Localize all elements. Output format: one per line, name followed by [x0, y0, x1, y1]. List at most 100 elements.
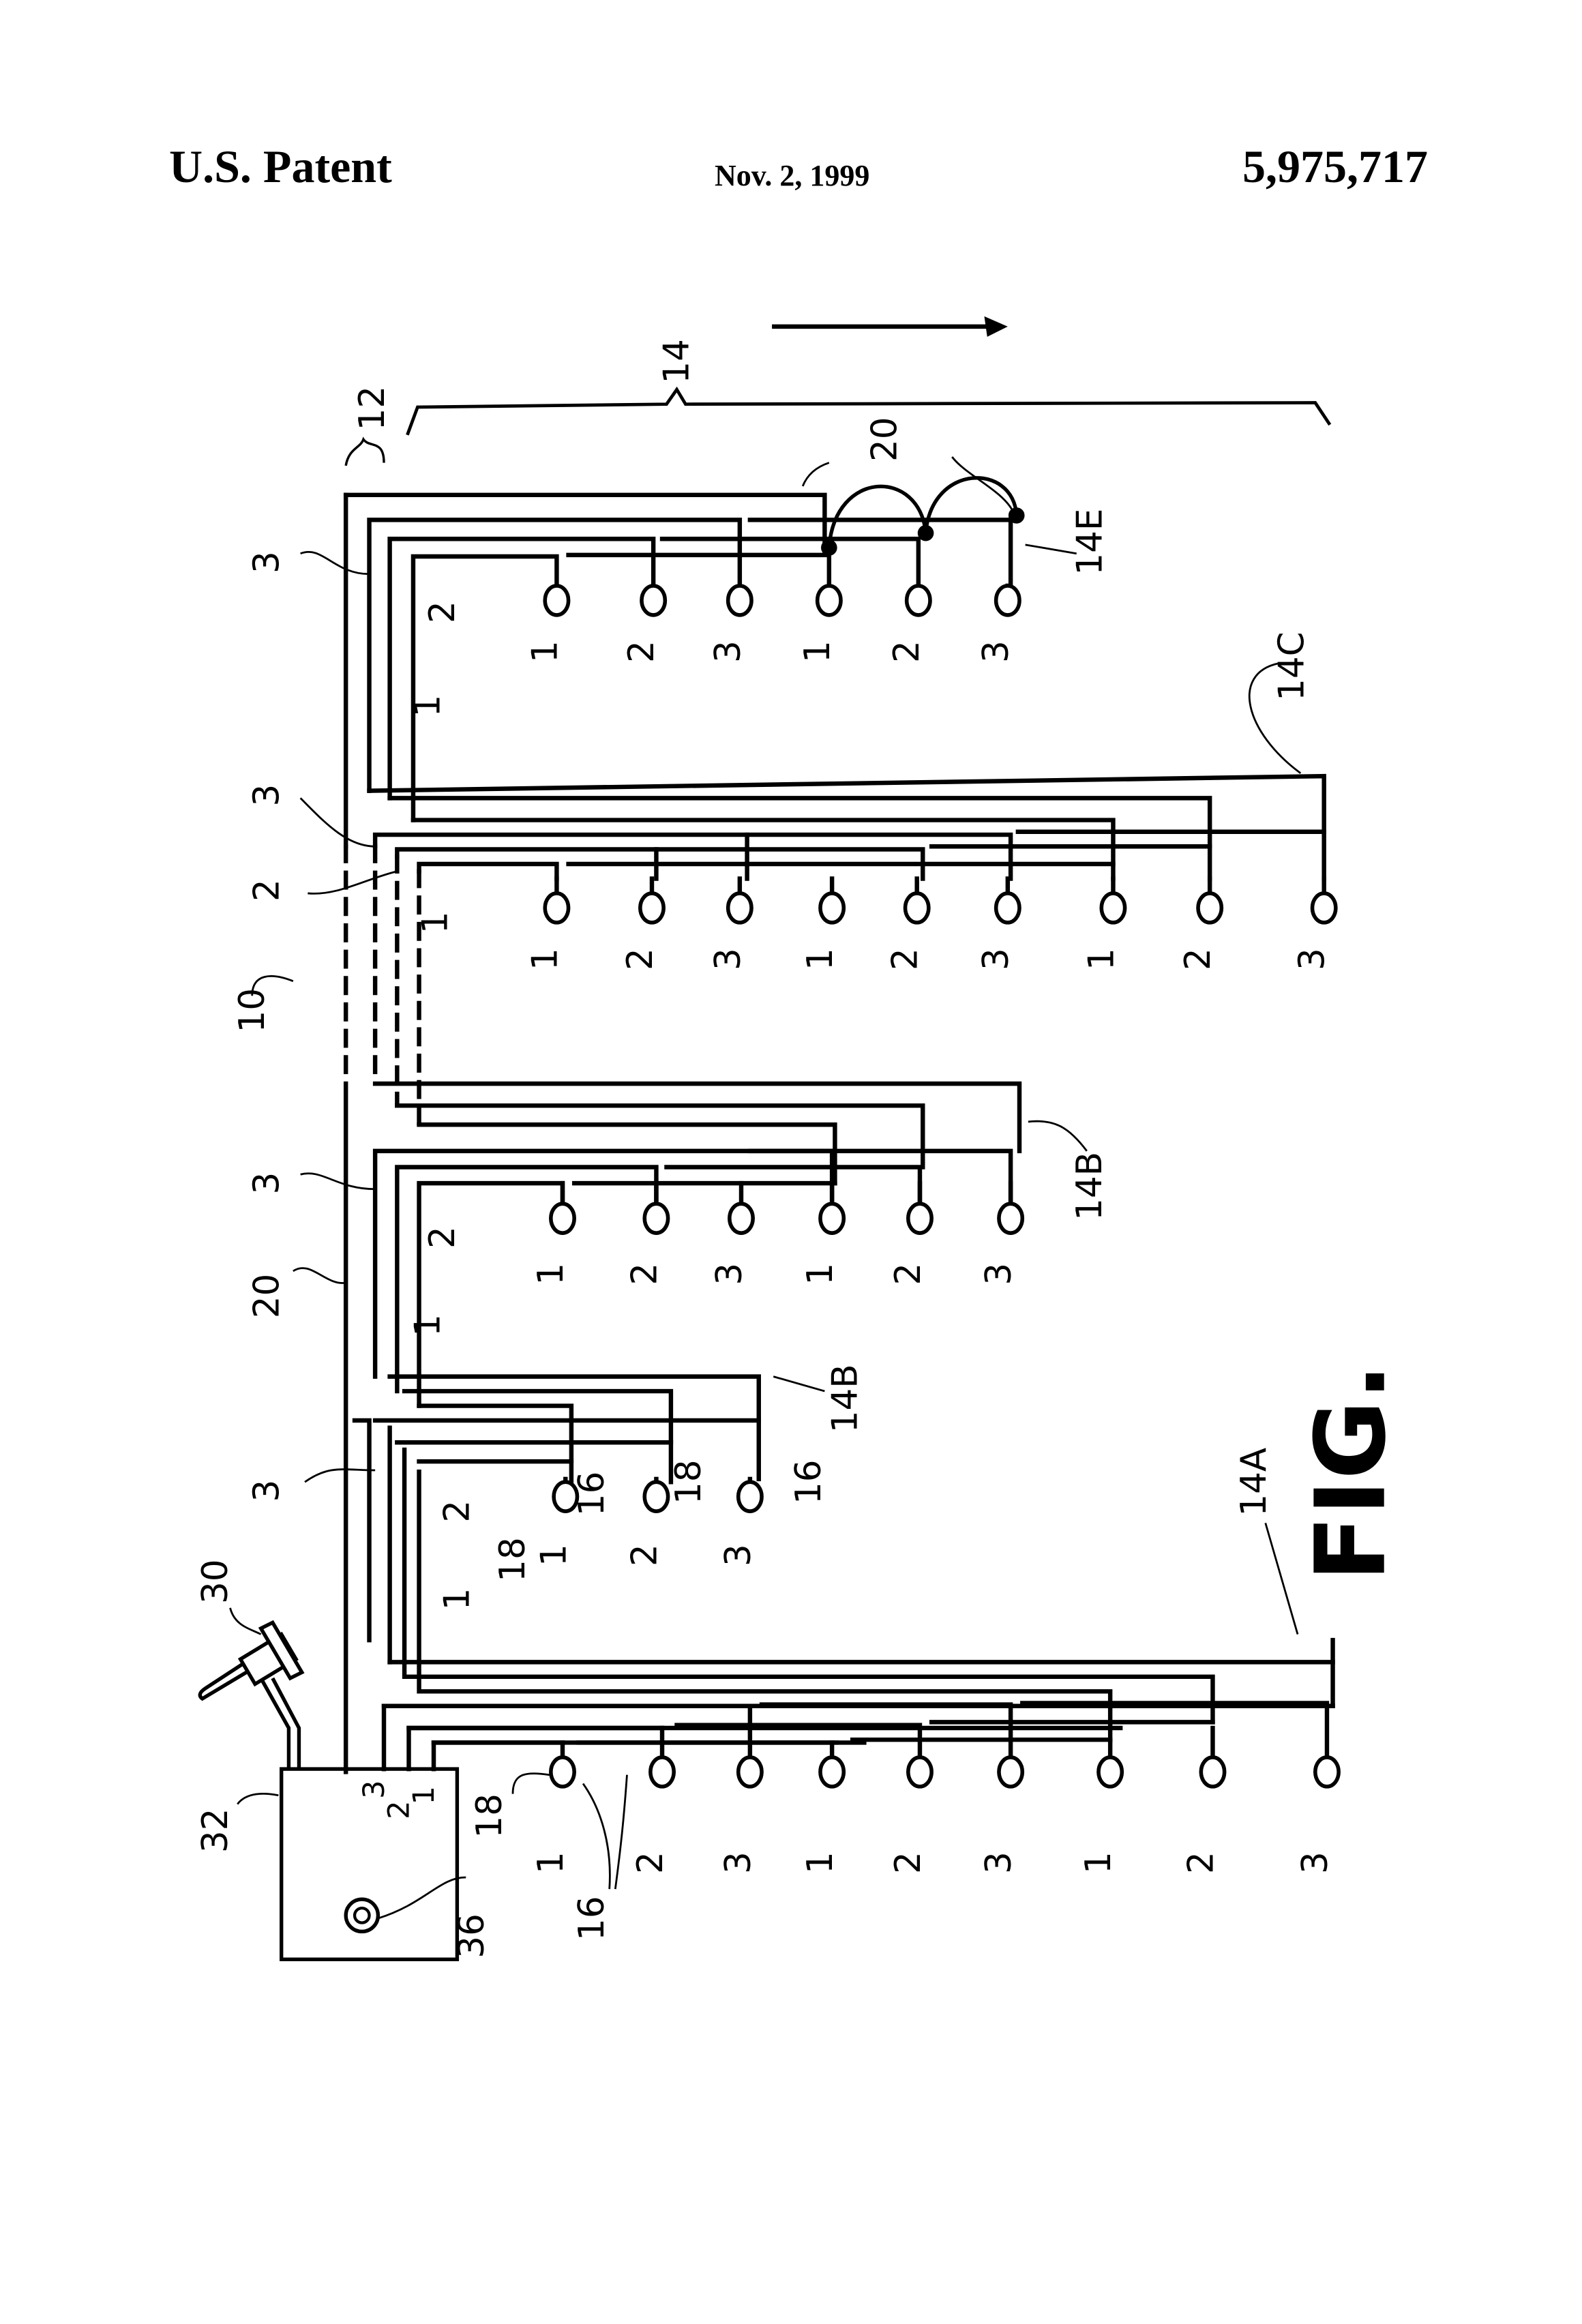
- row-14E-num: 3: [976, 640, 1017, 663]
- row-14A-num: 2: [630, 1851, 671, 1874]
- line-label-inner-2: 1: [415, 912, 456, 934]
- row-14C-num: 1: [800, 948, 841, 970]
- row-14E-num: 3: [708, 640, 749, 663]
- terminal-14A-0-bulb-icon: [549, 1755, 576, 1789]
- line-14B-upper-3-feed: [372, 1081, 1022, 1154]
- terminal-14A-4-bulb-icon: [906, 1755, 934, 1789]
- wire-14C-1b: [566, 861, 1116, 881]
- ref-16-c: 16: [571, 1896, 612, 1941]
- line-14C-3-return: [367, 773, 1326, 834]
- row-14A-num: 1: [1078, 1851, 1119, 1874]
- ref-16-b: 16: [571, 1472, 612, 1517]
- terminal-14B-upper-2-bulb-icon: [728, 1202, 755, 1235]
- line-label-left-3: 3: [246, 1172, 287, 1195]
- line-14A-vert-1: [417, 1469, 1113, 1742]
- row-14A-num: 3: [718, 1851, 759, 1874]
- row-14B-lower-num: 1: [533, 1544, 574, 1566]
- leader-14C: [1248, 662, 1302, 774]
- row-14A-num: 1: [800, 1851, 841, 1874]
- row-14B-lower-num: 2: [624, 1544, 665, 1566]
- leader-16-c2: [614, 1774, 628, 1890]
- row-14C-num: 2: [620, 948, 661, 970]
- ref-14C: 14C: [1272, 631, 1313, 701]
- terminal-14B-upper-3-bulb-icon: [818, 1202, 846, 1235]
- control-box-32: [280, 1767, 460, 1961]
- terminal-14B-upper-4-bulb-icon: [906, 1202, 934, 1235]
- terminal-14C-1-bulb-icon: [638, 891, 666, 925]
- line-label-inner-4: 1: [408, 1314, 449, 1337]
- box-terminal-2: 2: [383, 1801, 417, 1819]
- ref-14B-upper: 14B: [1069, 1152, 1110, 1221]
- ref-18-b: 18: [492, 1537, 533, 1582]
- ref-14B-lower: 14B: [825, 1364, 866, 1433]
- leader-2-b: [308, 870, 398, 895]
- leader-10: [251, 975, 294, 996]
- terminal-14C-3-bulb-icon: [818, 891, 846, 925]
- ref-20-top: 20: [865, 417, 906, 462]
- ref-20-lower: 20: [246, 1274, 287, 1319]
- wire-14C-3c: [1015, 829, 1326, 881]
- terminal-14A-8-bulb-icon: [1313, 1755, 1341, 1789]
- leader-14B-upper: [1028, 1120, 1088, 1152]
- figure-label: FIG.: [1295, 1364, 1407, 1582]
- terminal-14E-3-bulb-icon: [815, 584, 843, 617]
- leader-14B-lower: [773, 1375, 825, 1392]
- line-1-14B-upper: [417, 1180, 565, 1408]
- row-14C-num: 3: [708, 948, 749, 970]
- patent-date: Nov. 2, 1999: [715, 159, 870, 192]
- terminal-14B-upper-0-bulb-icon: [549, 1202, 576, 1235]
- terminal-14C-4-bulb-icon: [903, 891, 931, 925]
- line-label-left-1: 3: [246, 784, 287, 807]
- ref-10: 10: [232, 988, 273, 1033]
- leader-30: [229, 1607, 262, 1635]
- line-14B-lower-2-feed: [402, 1388, 674, 1445]
- leader-36: [378, 1876, 466, 1920]
- plug-30-icon: [198, 1620, 305, 1770]
- row-14C-num: 2: [1178, 948, 1219, 970]
- terminal-14B-lower-1-bulb-icon: [642, 1480, 670, 1513]
- line-1-14E: [411, 554, 559, 822]
- row-14C-num: 1: [524, 948, 565, 970]
- leader-3-a: [300, 551, 370, 576]
- brace-14: [406, 386, 1332, 436]
- line-1-14C: [417, 861, 559, 881]
- line-label-inner-1: 1: [408, 695, 449, 717]
- line-2-14B-upper: [395, 1165, 659, 1394]
- row-14C-num: 2: [885, 948, 926, 970]
- row-14C-num: 3: [976, 948, 1017, 970]
- line-label-inner-0: 2: [422, 601, 463, 623]
- patent-number: 5,975,717: [1242, 140, 1428, 192]
- line-label-left-4: 3: [246, 1480, 287, 1502]
- line-label-inner-6: 1: [437, 1588, 478, 1611]
- row-14C-num: 3: [1292, 948, 1333, 970]
- leader-20-top-b: [951, 456, 1015, 513]
- terminal-14C-0-bulb-icon: [543, 891, 571, 925]
- jumper-arc-2: [923, 476, 1019, 535]
- row-14C-num: 1: [1081, 948, 1122, 970]
- leader-20-lower: [293, 1267, 346, 1284]
- direction-arrow-icon: [772, 316, 1008, 337]
- leader-lines: [229, 456, 1302, 1920]
- line-14A-vert-2: [402, 1447, 1215, 1725]
- box-terminal-1: 1: [407, 1786, 441, 1804]
- terminal-14B-upper-5-bulb-icon: [997, 1202, 1025, 1235]
- junction-dot-icon: [917, 524, 934, 541]
- terminal-14C-5-bulb-icon: [994, 891, 1021, 925]
- junction-dot-icon: [821, 539, 837, 556]
- row-14E-num: 2: [621, 640, 662, 663]
- row-14B-upper-num: 3: [709, 1263, 750, 1285]
- ref-14: 14: [657, 339, 698, 384]
- line-1-14A-feed: [431, 1740, 867, 1772]
- line-label-left-0: 3: [246, 551, 287, 573]
- ref-14A: 14A: [1234, 1448, 1274, 1517]
- leader-3-d: [304, 1468, 376, 1483]
- row-14A-num: 3: [1295, 1851, 1336, 1874]
- row-14B-upper-num: 2: [624, 1263, 665, 1285]
- ref-14E: 14E: [1069, 509, 1110, 576]
- row-14B-upper-num: 1: [800, 1263, 841, 1285]
- terminal-14E-0-bulb-icon: [543, 584, 571, 617]
- wire-14E-1b: [566, 552, 832, 589]
- indicator-36-inner: [353, 1906, 371, 1924]
- leader-16-c1: [582, 1783, 611, 1890]
